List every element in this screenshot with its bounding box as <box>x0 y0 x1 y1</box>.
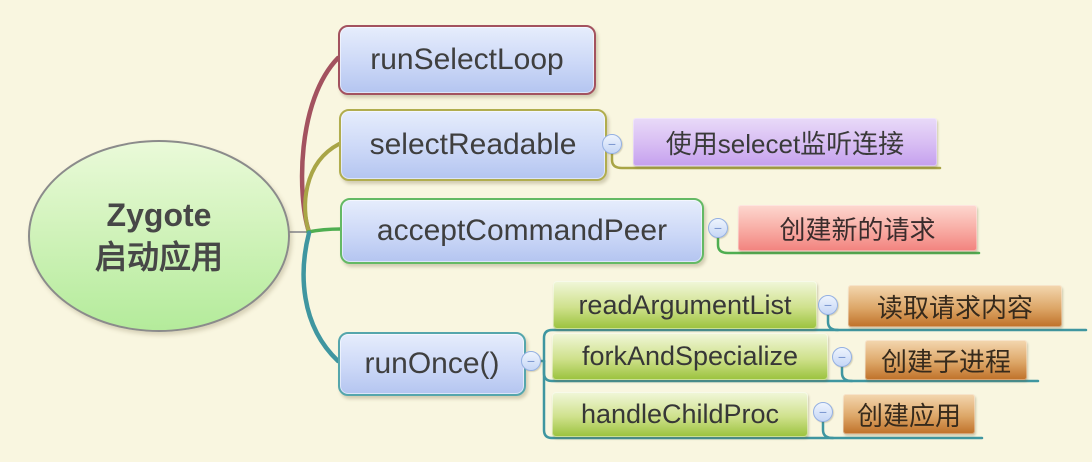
subtopic-handlechildproc[interactable]: handleChildProc <box>552 392 808 437</box>
subtopic-label: forkAndSpecialize <box>581 341 799 371</box>
callout-label: 创建新的请求 <box>779 214 936 245</box>
callout-selectreadable[interactable]: 使用selecet监听连接 <box>633 118 937 166</box>
minus-icon: − <box>713 220 723 236</box>
callout-handlechildproc[interactable]: 创建应用 <box>843 394 975 434</box>
child-line-handlechildproc <box>542 359 984 440</box>
topic-acceptcommandpeer[interactable]: acceptCommandPeer <box>340 198 704 264</box>
callout-label: 创建应用 <box>856 400 961 431</box>
toggle-elbow-forkandspecialize <box>840 363 854 383</box>
topic-runonce[interactable]: runOnce() <box>338 332 526 396</box>
branch-curve-acceptcommandpeer <box>306 227 343 234</box>
child-line-readargumentlist <box>542 328 1088 363</box>
toggle-elbow-readargumentlist <box>826 311 840 332</box>
collapse-toggle-forkandspecialize[interactable]: − <box>832 347 852 367</box>
minus-icon: − <box>607 136 617 152</box>
topic-label: runOnce() <box>364 347 500 380</box>
collapse-toggle-acceptcommandpeer[interactable]: − <box>708 218 728 238</box>
root-topic[interactable]: Zygote 启动应用 <box>28 140 290 332</box>
callout-forkandspecialize[interactable]: 创建子进程 <box>865 340 1027 380</box>
branch-curve-selectreadable <box>303 142 341 234</box>
topic-selectreadable[interactable]: selectReadable <box>339 109 607 181</box>
topic-label: runSelectLoop <box>370 43 564 76</box>
minus-icon: − <box>818 404 828 420</box>
callout-label: 创建子进程 <box>880 346 1011 377</box>
root-topic-label-line1: Zygote <box>106 196 212 233</box>
subtopic-readargumentlist[interactable]: readArgumentList <box>553 281 817 329</box>
collapse-toggle-readargumentlist[interactable]: − <box>818 295 838 315</box>
minus-icon: − <box>526 353 536 369</box>
callout-line-selectreadable <box>610 150 942 170</box>
branch-curve-runselectloop <box>299 55 341 235</box>
callout-readargumentlist[interactable]: 读取请求内容 <box>848 285 1062 327</box>
branch-curve-runonce <box>301 230 341 364</box>
topic-label: selectReadable <box>369 128 577 161</box>
collapse-toggle-selectreadable[interactable]: − <box>602 134 622 154</box>
minus-icon: − <box>837 349 847 365</box>
callout-label: 读取请求内容 <box>876 292 1033 323</box>
subtopic-label: handleChildProc <box>580 399 780 429</box>
collapse-toggle-runonce[interactable]: − <box>521 351 541 371</box>
topic-runselectloop[interactable]: runSelectLoop <box>338 25 596 95</box>
toggle-elbow-handlechildproc <box>821 418 835 440</box>
callout-label: 使用selecet监听连接 <box>665 128 905 159</box>
callout-acceptcommandpeer[interactable]: 创建新的请求 <box>738 205 977 251</box>
topic-label: acceptCommandPeer <box>376 214 668 247</box>
subtopic-label: readArgumentList <box>578 289 792 320</box>
minus-icon: − <box>823 297 833 313</box>
subtopic-forkandspecialize[interactable]: forkAndSpecialize <box>552 333 828 380</box>
callout-line-acceptcommandpeer <box>716 235 981 255</box>
root-topic-label-line2: 启动应用 <box>94 239 223 275</box>
collapse-toggle-handlechildproc[interactable]: − <box>813 402 833 422</box>
